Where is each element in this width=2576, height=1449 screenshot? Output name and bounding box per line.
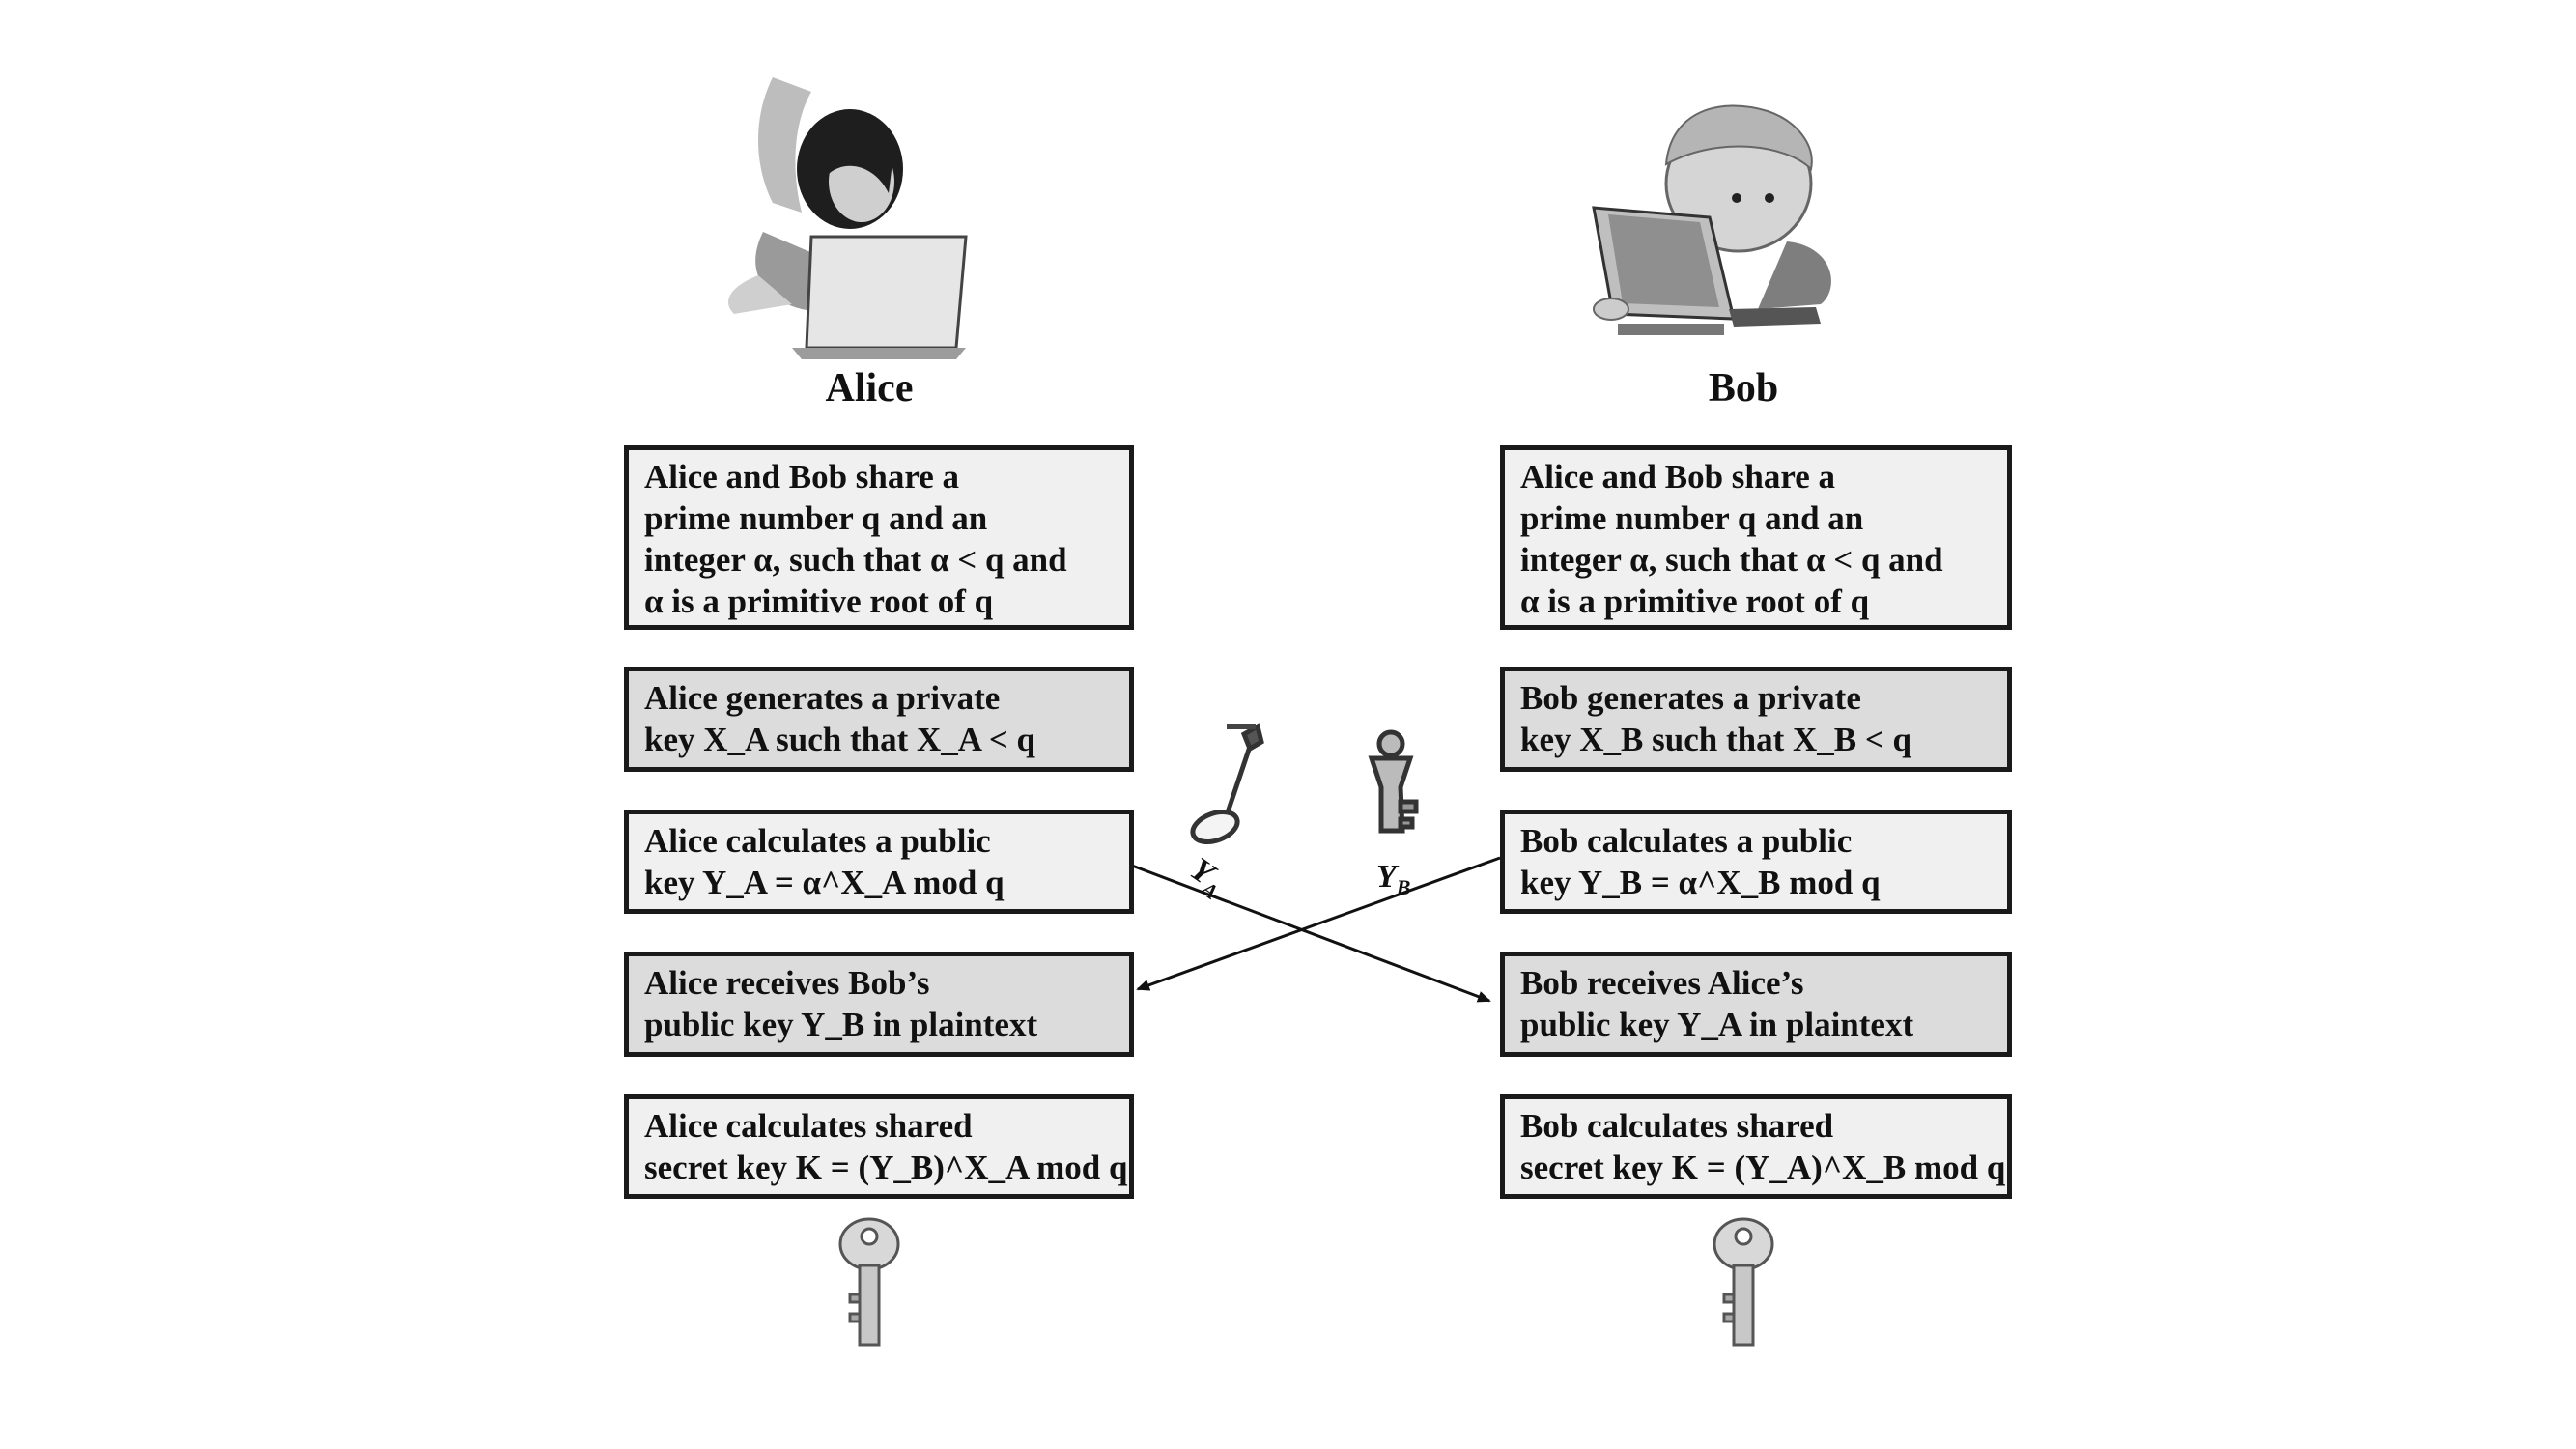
bob-step-shared-secret: Bob calculates shared secret key K = (Y_… — [1500, 1094, 2012, 1199]
step-line: public key Y_B in plaintext — [644, 1006, 1038, 1043]
step-line: key X_A such that X_A < q — [644, 721, 1036, 758]
bob-name: Bob — [1708, 366, 1779, 411]
bob-step-receive-key: Bob receives Alice’s public key Y_A in p… — [1500, 952, 2012, 1057]
bob-shared-key-icon — [1713, 1217, 1774, 1347]
step-line: α is a primitive root of q — [1520, 582, 1870, 620]
step-line: secret key K = (Y_B)^X_A mod q — [644, 1149, 1128, 1186]
alice-illustration — [728, 77, 968, 359]
step-line: Bob receives Alice’s — [1520, 964, 1804, 1002]
arrow-bob-to-alice — [1136, 856, 1501, 991]
step-line: secret key K = (Y_A)^X_B mod q — [1520, 1149, 2006, 1186]
arrow-alice-to-bob — [1131, 864, 1491, 1003]
step-line: α is a primitive root of q — [644, 582, 994, 620]
key-ya-icon — [1190, 723, 1264, 845]
key-ya-label: YA — [1181, 851, 1232, 904]
alice-step-private-key: Alice generates a private key X_A such t… — [624, 667, 1134, 772]
step-line: Alice calculates a public — [644, 822, 991, 860]
step-line: Alice receives Bob’s — [644, 964, 930, 1002]
step-line: key X_B such that X_B < q — [1520, 721, 1912, 758]
step-line: key Y_B = α^X_B mod q — [1520, 864, 1881, 901]
step-line: integer α, such that α < q and — [1520, 541, 1943, 579]
key-yb-icon — [1368, 729, 1419, 834]
step-line: Bob calculates a public — [1520, 822, 1853, 860]
step-line: Alice calculates shared — [644, 1107, 973, 1145]
step-line: Alice and Bob share a — [1520, 458, 1836, 496]
alice-step-shared-params: Alice and Bob share a prime number q and… — [624, 445, 1134, 630]
alice-name: Alice — [825, 366, 914, 411]
bob-step-private-key: Bob generates a private key X_B such tha… — [1500, 667, 2012, 772]
alice-step-public-key: Alice calculates a public key Y_A = α^X_… — [624, 810, 1134, 914]
step-line: prime number q and an — [644, 499, 988, 537]
step-line: prime number q and an — [1520, 499, 1864, 537]
alice-shared-key-icon — [838, 1217, 900, 1347]
step-line: Bob calculates shared — [1520, 1107, 1834, 1145]
step-line: key Y_A = α^X_A mod q — [644, 864, 1005, 901]
step-line: Alice and Bob share a — [644, 458, 960, 496]
bob-step-shared-params: Alice and Bob share a prime number q and… — [1500, 445, 2012, 630]
alice-step-receive-key: Alice receives Bob’s public key Y_B in p… — [624, 952, 1134, 1057]
step-line: Alice generates a private — [644, 679, 1001, 717]
step-line: integer α, such that α < q and — [644, 541, 1067, 579]
bob-step-public-key: Bob calculates a public key Y_B = α^X_B … — [1500, 810, 2012, 914]
key-yb-label: YB — [1376, 859, 1410, 899]
alice-step-shared-secret: Alice calculates shared secret key K = (… — [624, 1094, 1134, 1199]
step-line: public key Y_A in plaintext — [1520, 1006, 1914, 1043]
step-line: Bob generates a private — [1520, 679, 1861, 717]
bob-illustration — [1592, 104, 1831, 335]
